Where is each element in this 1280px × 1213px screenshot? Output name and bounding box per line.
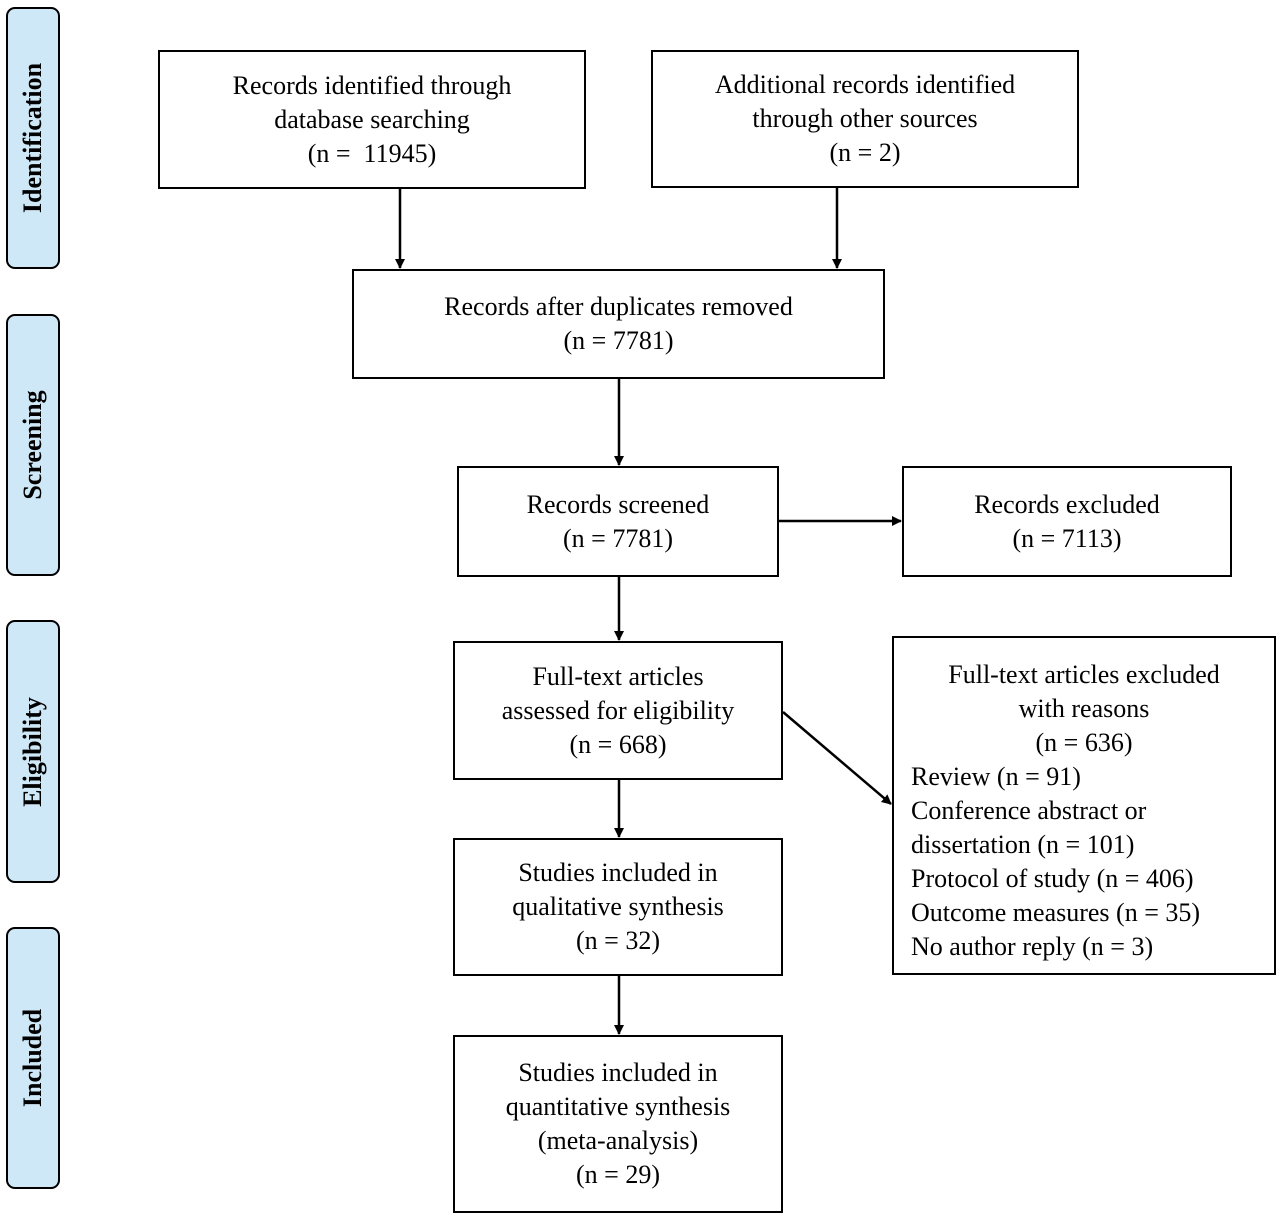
screened-line-2: (n = 7781) <box>563 523 673 553</box>
duplicates-line-2: (n = 7781) <box>563 326 674 355</box>
phase-included: Included <box>6 927 60 1189</box>
database-line-2: database searching <box>274 104 470 134</box>
box-duplicates-removed: Records after duplicates removed (n = 77… <box>352 269 885 379</box>
qualitative-line-1: Studies included in <box>518 858 718 887</box>
box-records-screened: Records screened (n = 7781) <box>457 466 779 577</box>
box-quantitative-synthesis: Studies included in quantitative synthes… <box>453 1035 783 1213</box>
database-line-1: Records identified through <box>232 70 512 100</box>
qualitative-line-2: qualitative synthesis <box>512 892 724 921</box>
reason-item: No author reply (n = 3) <box>911 932 1154 961</box>
other-line-3: (n = 2) <box>829 138 901 167</box>
box-full-text-assessed: Full-text articles assessed for eligibil… <box>453 641 783 780</box>
quantitative-line-3: (meta-analysis) <box>537 1126 699 1155</box>
phase-screening: Screening <box>6 314 60 576</box>
box-records-excluded: Records excluded (n = 7113) <box>902 466 1232 577</box>
reason-item: dissertation (n = 101) <box>911 830 1135 859</box>
other-line-2: through other sources <box>752 104 978 133</box>
fulltext-line-2: assessed for eligibility <box>501 695 735 725</box>
reason-item: Outcome measures (n = 35) <box>911 898 1201 927</box>
fte-line-1: Full-text articles excluded <box>948 660 1220 689</box>
fte-line-3: (n = 636) <box>1035 728 1133 757</box>
screened-line-1: Records screened <box>526 489 710 519</box>
excluded-line-2: (n = 7113) <box>1012 523 1122 553</box>
phase-identification: Identification <box>6 7 60 269</box>
box-database-records: Records identified through database sear… <box>158 50 586 189</box>
reason-item: Conference abstract or <box>911 796 1147 825</box>
box-other-sources: Additional records identified through ot… <box>651 50 1079 188</box>
phase-eligibility: Eligibility <box>6 620 60 883</box>
arrow-fulltext-to-excluded <box>782 711 892 805</box>
excluded-line-1: Records excluded <box>974 489 1160 519</box>
other-line-1: Additional records identified <box>714 70 1016 99</box>
fulltext-line-3: (n = 668) <box>569 729 667 759</box>
box-qualitative-synthesis: Studies included in qualitative synthesi… <box>453 838 783 976</box>
quantitative-line-1: Studies included in <box>518 1058 718 1087</box>
quantitative-line-4: (n = 29) <box>576 1160 660 1189</box>
fulltext-line-1: Full-text articles <box>532 661 704 691</box>
fte-line-2: with reasons <box>1018 694 1150 723</box>
qualitative-line-3: (n = 32) <box>576 926 660 955</box>
database-line-3: (n = 11945) <box>307 138 437 168</box>
reason-item: Review (n = 91) <box>911 762 1081 791</box>
reason-item: Protocol of study (n = 406) <box>911 864 1194 893</box>
duplicates-line-1: Records after duplicates removed <box>444 292 793 321</box>
box-full-text-excluded: Full-text articles excluded with reasons… <box>892 636 1276 975</box>
quantitative-line-2: quantitative synthesis <box>505 1092 731 1121</box>
exclusion-reasons-list: Review (n = 91) Conference abstract or d… <box>894 760 1274 964</box>
